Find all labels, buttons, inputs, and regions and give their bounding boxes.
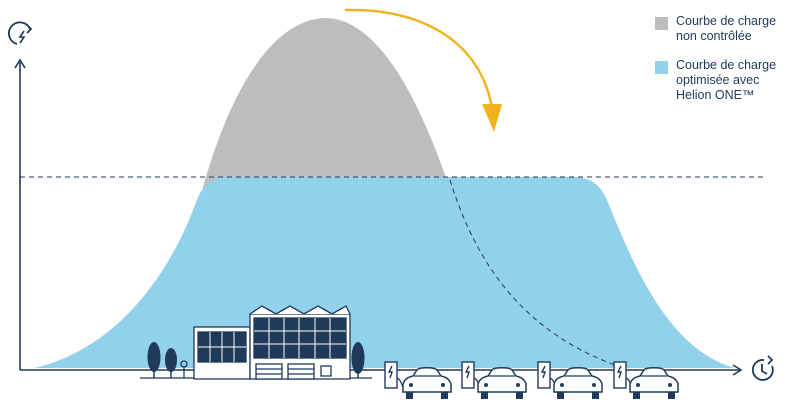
legend: Courbe de charge non contrôlée Courbe de… (655, 14, 795, 117)
uncontrolled-curve-dashed (449, 179, 616, 366)
legend-optimized-line-1: Courbe de charge (676, 58, 777, 72)
legend-item-optimized: Courbe de charge optimisée avec Helion O… (655, 58, 795, 103)
legend-label-uncontrolled: Courbe de charge non contrôlée (676, 14, 776, 44)
legend-swatch-optimized (655, 61, 668, 74)
optimized-load-curve (35, 177, 735, 368)
car-icon (629, 367, 679, 399)
car-icon (477, 367, 527, 399)
car-icon (402, 367, 452, 399)
y-axis-arrowhead (14, 58, 26, 69)
legend-item-uncontrolled: Courbe de charge non contrôlée (655, 14, 795, 44)
legend-uncontrolled-line-2: non contrôlée (676, 29, 752, 43)
factory-building (193, 305, 351, 380)
legend-uncontrolled-line-1: Courbe de charge (676, 14, 777, 28)
legend-label-optimized: Courbe de charge optimisée avec Helion O… (676, 58, 776, 103)
shift-arrow-head (482, 104, 502, 132)
charging-stations (384, 361, 679, 399)
x-axis-arrowhead (732, 364, 743, 376)
car-icon (553, 367, 603, 399)
legend-optimized-line-2: optimisée avec (676, 73, 760, 87)
legend-swatch-uncontrolled (655, 17, 668, 30)
energy-charge-icon (8, 21, 33, 45)
legend-optimized-line-3: Helion ONE™ (676, 88, 755, 102)
clock-icon (751, 355, 774, 381)
shift-arrow (344, 8, 494, 109)
